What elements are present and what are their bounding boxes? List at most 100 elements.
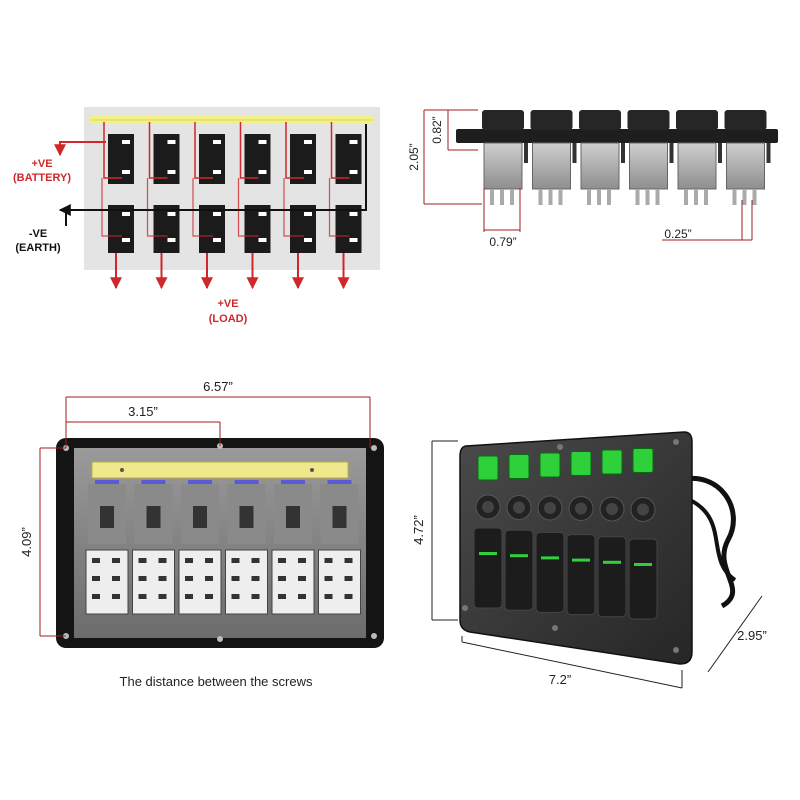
green-indicator-light — [570, 451, 592, 476]
switch-lower-block — [335, 205, 362, 253]
screw-bottom-right — [371, 633, 377, 639]
back-switch-module — [178, 480, 222, 615]
pin — [655, 189, 660, 205]
screw-post — [766, 143, 771, 163]
product-screw — [673, 439, 679, 445]
back-switch-module — [85, 480, 129, 615]
led-contact — [95, 480, 119, 484]
pin — [548, 189, 553, 205]
product-screw — [673, 647, 679, 653]
pin — [742, 189, 747, 205]
bus-feed-wire — [148, 122, 168, 179]
switch-upper-block — [290, 134, 316, 184]
wiring-switch — [283, 122, 316, 290]
switch-body — [483, 142, 523, 190]
side-switch-unit — [579, 110, 625, 205]
wiring-switch — [101, 122, 134, 290]
fuse-holder — [100, 506, 114, 528]
switch-upper-block — [108, 134, 134, 184]
pin — [538, 189, 543, 205]
back-bus-bar — [91, 461, 349, 479]
rocker-switch — [597, 536, 627, 618]
rocker-led-strip — [634, 563, 652, 566]
earth-label-line1: -VE — [29, 228, 47, 240]
side-switch-unit — [627, 110, 674, 205]
pin — [645, 189, 650, 205]
rocker-led-strip — [479, 552, 497, 555]
fuse-holder — [332, 506, 347, 528]
pin — [635, 189, 640, 205]
fuse-holder — [286, 506, 300, 528]
dim-height-total: 2.05” — [407, 143, 421, 170]
side-switch-unit — [724, 110, 771, 205]
bus-feed-wire — [194, 122, 213, 179]
back-view-drawing: 6.57” 3.15” 4.09” The distance between t… — [19, 379, 384, 689]
switch-lower-block — [199, 205, 225, 253]
screw-post — [718, 143, 722, 163]
dim-back-height: 4.09” — [19, 527, 34, 557]
rocker-led-strip — [510, 554, 528, 558]
switch-body — [532, 142, 571, 190]
screw-bottom-mid — [217, 636, 223, 642]
green-indicator-light — [539, 452, 561, 478]
led-contact — [188, 480, 212, 484]
pin — [587, 189, 591, 205]
bus-feed-wire — [285, 122, 304, 179]
product-switch-unit — [504, 454, 534, 611]
product-switch-unit — [566, 451, 596, 616]
led-contact — [281, 480, 305, 484]
rocker-led-strip — [603, 560, 621, 564]
rocker-switch — [566, 534, 596, 616]
bus-feed-wire — [330, 122, 350, 179]
rocker-led-strip — [572, 558, 590, 562]
pin — [694, 189, 698, 205]
switch-lower-block — [153, 205, 180, 253]
dim-product-height: 4.72” — [411, 515, 426, 545]
product-switch-unit — [628, 448, 658, 620]
side-switch-unit — [482, 110, 528, 205]
green-indicator-light — [477, 455, 499, 481]
rocker-switch — [504, 529, 534, 611]
product-screw — [557, 444, 563, 450]
switch-body — [580, 142, 620, 190]
side-view-drawing: 2.05” 0.82” 0.79” 0.25” — [407, 109, 778, 249]
rocker-cap — [482, 110, 524, 130]
side-switch-unit — [530, 110, 577, 205]
switch-upper-block — [199, 134, 225, 184]
led-contact — [327, 480, 352, 484]
wiring-switch — [146, 122, 180, 290]
wiring-switch — [237, 122, 271, 290]
green-indicator-light — [632, 448, 654, 473]
product-screw — [462, 605, 468, 611]
back-switch-module — [271, 480, 315, 615]
screw-post — [669, 143, 674, 163]
bus-feed-wire — [239, 122, 259, 179]
switch-lower-block — [108, 205, 134, 253]
fuse-holder — [146, 506, 161, 528]
green-indicator-light — [508, 454, 530, 479]
battery-label-line1: +VE — [31, 158, 52, 170]
side-mount-plate — [456, 129, 778, 143]
switch-body — [726, 142, 765, 190]
rocker-cap — [676, 110, 718, 130]
rocker-led-strip — [541, 556, 559, 560]
caption-screw-distance: The distance between the screws — [120, 674, 313, 689]
dim-overall-width: 6.57” — [203, 379, 233, 394]
dim-product-depth: 2.95” — [737, 628, 767, 643]
rocker-cap — [724, 110, 767, 130]
switch-lower-block — [290, 205, 316, 253]
dim-pin-spacing: 0.25” — [664, 227, 691, 241]
earth-label-line2: (EARTH) — [15, 242, 61, 254]
rocker-switch — [473, 527, 503, 609]
back-switch-module — [225, 480, 268, 615]
product-view-drawing: 4.72” 7.2” 2.95” — [411, 431, 767, 689]
product-switch-unit — [473, 455, 503, 609]
dim-connector-width: 0.79” — [489, 235, 516, 249]
battery-wire — [54, 141, 106, 157]
pin — [597, 189, 601, 205]
pin — [607, 189, 611, 205]
screw-post — [524, 143, 528, 163]
switch-body — [677, 142, 717, 190]
led-contact — [234, 480, 259, 484]
